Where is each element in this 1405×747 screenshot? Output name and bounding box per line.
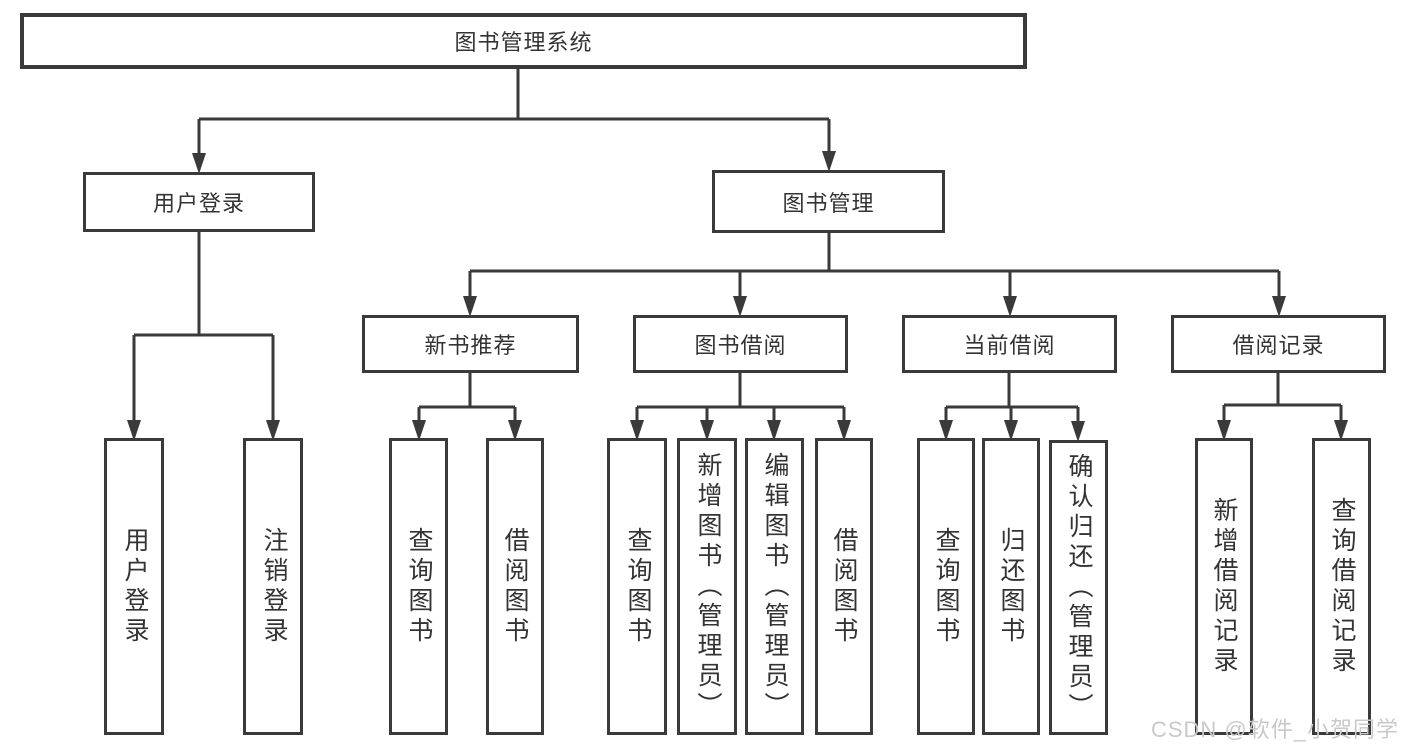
node-root-system: 图书管理系统 [20, 13, 1027, 69]
connector-records-to-leaves [1217, 373, 1348, 441]
connector-login-to-leaves [127, 231, 280, 441]
node-leaf-confirm-return-admin: 确认归还（管理员） [1049, 440, 1108, 735]
node-leaf-add-borrow-record: 新增借阅记录 [1195, 438, 1253, 735]
node-book-borrowing: 图书借阅 [633, 315, 848, 373]
node-book-management: 图书管理 [712, 170, 945, 233]
connector-borrow-to-leaves [630, 373, 851, 441]
node-new-book-recommend: 新书推荐 [362, 315, 579, 373]
connector-current-to-leaves [939, 373, 1085, 442]
node-current-borrowing: 当前借阅 [902, 315, 1117, 373]
node-leaf-borrow-books: 借阅图书 [815, 438, 873, 735]
csdn-watermark: CSDN @软件_小贺同学 [1150, 717, 1399, 742]
connector-root-to-level1 [192, 69, 836, 174]
node-leaf-user-login: 用户登录 [104, 438, 164, 735]
node-leaf-add-books-admin: 新增图书（管理员） [677, 438, 737, 735]
node-leaf-edit-books-admin: 编辑图书（管理员） [745, 438, 804, 735]
node-leaf-logout: 注销登录 [243, 438, 303, 735]
node-leaf-borrow-query-books: 查询图书 [607, 438, 667, 735]
connector-mgmt-to-level2 [463, 233, 1286, 317]
node-leaf-rec-query-books: 查询图书 [389, 438, 448, 735]
node-leaf-rec-borrow-books: 借阅图书 [486, 438, 544, 735]
node-user-login: 用户登录 [83, 172, 315, 232]
node-leaf-current-query-books: 查询图书 [917, 438, 975, 735]
node-leaf-return-books: 归还图书 [982, 438, 1040, 735]
connector-rec-to-leaves [412, 373, 522, 441]
node-borrowing-records: 借阅记录 [1171, 315, 1386, 373]
node-leaf-query-borrow-record: 查询借阅记录 [1312, 438, 1371, 735]
